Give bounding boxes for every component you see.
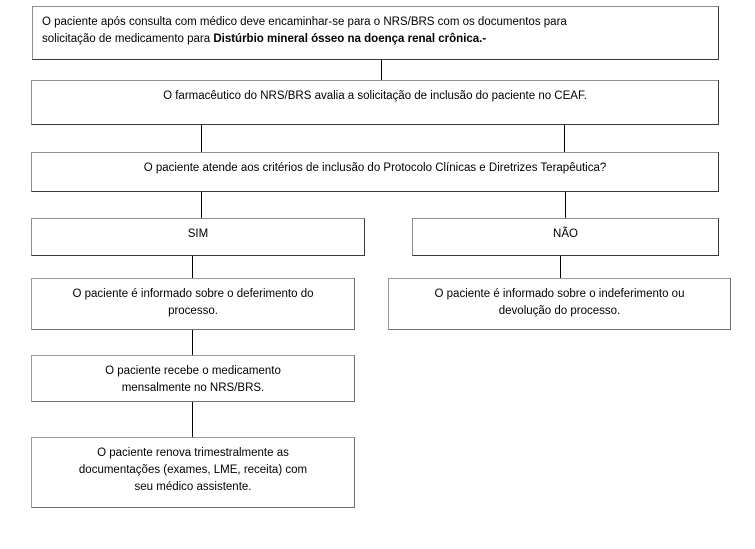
flowchart-node-criteria-decision: O paciente atende aos critérios de inclu…: [31, 152, 719, 192]
start-line-2-prefix: solicitação de medicamento para: [42, 33, 214, 45]
connector-no-to-denied: [560, 256, 561, 278]
flowchart-node-pharmacist-review-text: O farmacêutico do NRS/BRS avalia a solic…: [163, 90, 587, 102]
flowchart-node-criteria-decision-text: O paciente atende aos critérios de inclu…: [143, 162, 607, 174]
start-line-2-bold: Distúrbio mineral ósseo na doença renal …: [213, 33, 487, 45]
flowchart-node-branch-yes: SIM: [31, 218, 365, 256]
connector-monthly-to-quarterly: [192, 402, 193, 437]
connector-pharmacist-to-criteria-left: [201, 125, 202, 152]
start-line-1: O paciente após consulta com médico deve…: [42, 16, 567, 28]
flowchart-node-pharmacist-review: O farmacêutico do NRS/BRS avalia a solic…: [31, 80, 719, 125]
flowchart-node-denied-notice: O paciente é informado sobre o indeferim…: [388, 278, 731, 330]
flowchart-node-branch-no: NÃO: [412, 218, 719, 256]
connector-start-to-pharmacist: [381, 60, 382, 80]
flowchart-node-quarterly-renewal-text: O paciente renova trimestralmente as doc…: [78, 447, 308, 493]
flowchart-node-approved-notice-text: O paciente é informado sobre o deferimen…: [72, 288, 314, 317]
flowchart-node-quarterly-renewal: O paciente renova trimestralmente as doc…: [31, 437, 355, 508]
flowchart-node-monthly-dispensing-text: O paciente recebe o medicamento mensalme…: [105, 365, 281, 394]
flowchart-node-approved-notice: O paciente é informado sobre o deferimen…: [31, 278, 355, 330]
flowchart-node-start-text: O paciente após consulta com médico deve…: [33, 7, 718, 48]
flowchart-node-monthly-dispensing: O paciente recebe o medicamento mensalme…: [31, 355, 355, 402]
flowchart-node-denied-notice-text: O paciente é informado sobre o indeferim…: [434, 288, 685, 317]
connector-yes-to-approved: [192, 256, 193, 278]
connector-pharmacist-to-criteria-right: [564, 125, 565, 152]
flowchart-node-branch-yes-label: SIM: [187, 228, 209, 240]
connector-criteria-to-no: [565, 192, 566, 218]
flowchart-node-start: O paciente após consulta com médico deve…: [32, 6, 719, 60]
flowchart-node-branch-no-label: NÃO: [553, 228, 578, 240]
connector-criteria-to-yes: [201, 192, 202, 218]
connector-approved-to-monthly: [192, 330, 193, 355]
